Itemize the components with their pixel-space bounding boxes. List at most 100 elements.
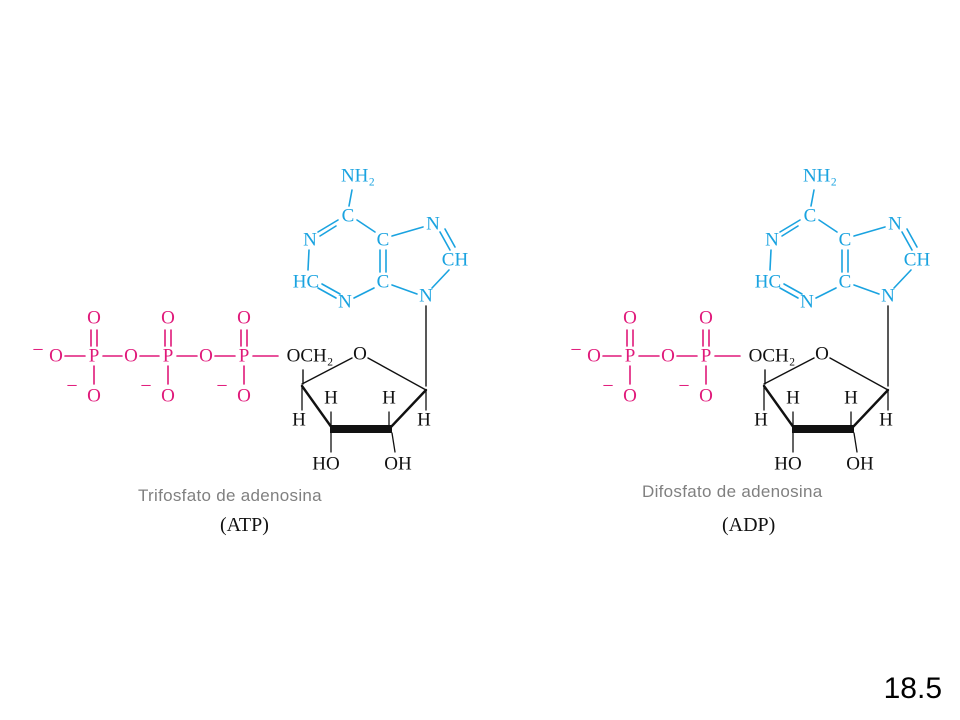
- adp-base-bond: [818, 219, 838, 233]
- adp-sugar-oh2: OH: [846, 454, 874, 475]
- atp-base-bond: [348, 189, 353, 207]
- atp-base-c4: C: [377, 272, 390, 293]
- adp-sugar-bond: [763, 357, 815, 385]
- atp-phosphorus-3: P: [239, 346, 250, 367]
- adp-caption: Difosfato de adenosina: [642, 482, 823, 501]
- adp-base-n9: N: [881, 286, 895, 307]
- atp-base-bond: [439, 231, 451, 251]
- adp-sugar-h2: H: [844, 388, 858, 409]
- adp-sugar-bond: [762, 384, 796, 430]
- adp-base-n3: N: [800, 292, 814, 313]
- adp-phosphorus-1: P: [625, 346, 636, 367]
- atp-sugar-ring-o: O: [353, 344, 367, 365]
- adp-sugar-h1: H: [879, 410, 893, 431]
- adp-phosphate-o-bridge: O: [661, 346, 675, 367]
- atp-phosphate-o-minus: O: [161, 386, 175, 407]
- atp-phosphate-charge: −: [216, 375, 227, 397]
- adp-sugar-och2: OCH₂: [749, 346, 796, 367]
- atp-base-c2: HC: [293, 272, 319, 293]
- adp-abbreviation: (ADP): [722, 514, 776, 536]
- atp-phosphate-charge: −: [140, 375, 151, 397]
- atp-sugar-ho3: HO: [312, 454, 339, 475]
- adp-base-bond: [779, 219, 801, 233]
- adp-phosphate-charge: −: [678, 375, 689, 397]
- atp-sugar-bond: [391, 432, 396, 453]
- atp-base-n3: N: [338, 292, 352, 313]
- atp-base-bond: [391, 284, 418, 295]
- adp-sugar-bond: [853, 432, 858, 453]
- adp-phosphate-o-double: O: [623, 308, 637, 329]
- atp-base-bond: [317, 219, 339, 233]
- atp-sugar-bond: [367, 357, 427, 391]
- atp-caption: Trifosfato de adenosina: [138, 486, 322, 505]
- atp-phosphorus-2: P: [163, 346, 174, 367]
- adp-base-nh2: NH₂: [803, 166, 837, 187]
- adp-base-c2: HC: [755, 272, 781, 293]
- atp-sugar-bond: [301, 357, 353, 385]
- adp-base-bond: [815, 287, 837, 299]
- atp-base-bond: [319, 225, 337, 237]
- atp-base-bond: [321, 283, 341, 295]
- adp-phosphate-o-minus: O: [699, 386, 713, 407]
- atp-phosphorus-1: P: [89, 346, 100, 367]
- atp-sugar-h3: H: [324, 388, 338, 409]
- atp-sugar-h1: H: [417, 410, 431, 431]
- adp-phosphate-charge: −: [570, 339, 581, 361]
- atp-phosphate-o-bridge: O: [199, 346, 213, 367]
- adp-base-bond: [906, 228, 918, 248]
- adp-base-bond: [853, 284, 880, 295]
- atp-phosphate-charge: −: [66, 375, 77, 397]
- atp-phosphate-charge: −: [32, 339, 43, 361]
- atp-sugar-h4: H: [292, 410, 306, 431]
- adp-base-bond: [779, 287, 799, 299]
- adp-base-bond: [893, 269, 912, 289]
- atp-sugar-h2: H: [382, 388, 396, 409]
- adp-sugar-h4: H: [754, 410, 768, 431]
- adp-sugar-bold-edge: [792, 425, 854, 433]
- adp-phosphate-o-terminal: O: [587, 346, 601, 367]
- atp-sugar-bond: [300, 384, 334, 430]
- atp-base-bond: [444, 228, 456, 248]
- adp-sugar-h3: H: [786, 388, 800, 409]
- atp-base-c6: C: [342, 206, 355, 227]
- atp-sugar-och2: OCH₂: [287, 346, 334, 367]
- adp-base-n1: N: [765, 230, 779, 251]
- atp-phosphate-o-terminal: O: [49, 346, 63, 367]
- atp-base-n9: N: [419, 286, 433, 307]
- atp-sugar-bold-edge: [330, 425, 392, 433]
- adp-base-bond: [781, 225, 799, 237]
- adp-base-c5: C: [839, 230, 852, 251]
- adp-base-c8: CH: [904, 250, 931, 271]
- atp-phosphate-o-double: O: [161, 308, 175, 329]
- adp-base-bond: [810, 189, 815, 207]
- atp-phosphate-o-bridge: O: [124, 346, 138, 367]
- atp-base-bond: [431, 269, 450, 289]
- adp-phosphate-o-double: O: [699, 308, 713, 329]
- atp-phosphate-o-double: O: [87, 308, 101, 329]
- adp-base-c4: C: [839, 272, 852, 293]
- slide-number: 18.5: [883, 672, 942, 705]
- atp-abbreviation: (ATP): [220, 514, 269, 536]
- atp-phosphate-o-minus: O: [237, 386, 251, 407]
- adp-base-bond: [901, 231, 913, 251]
- atp-base-n7: N: [426, 214, 440, 235]
- atp-base-bond: [391, 226, 424, 237]
- adp-phosphate-o-minus: O: [623, 386, 637, 407]
- atp-base-c5: C: [377, 230, 390, 251]
- adp-sugar-bond: [829, 357, 889, 391]
- atp-base-bond: [317, 287, 337, 299]
- atp-base-c8: CH: [442, 250, 469, 271]
- atp-base-bond: [307, 249, 310, 271]
- atp-base-nh2: NH₂: [341, 166, 375, 187]
- adp-phosphorus-2: P: [701, 346, 712, 367]
- atp-sugar-bond: [388, 388, 428, 430]
- adp-base-bond: [783, 283, 803, 295]
- atp-base-n1: N: [303, 230, 317, 251]
- atp-base-bond: [353, 287, 375, 299]
- adp-base-bond: [853, 226, 886, 237]
- adp-base-bond: [769, 249, 772, 271]
- adp-sugar-ring-o: O: [815, 344, 829, 365]
- atp-base-bond: [356, 219, 376, 233]
- atp-sugar-oh2: OH: [384, 454, 412, 475]
